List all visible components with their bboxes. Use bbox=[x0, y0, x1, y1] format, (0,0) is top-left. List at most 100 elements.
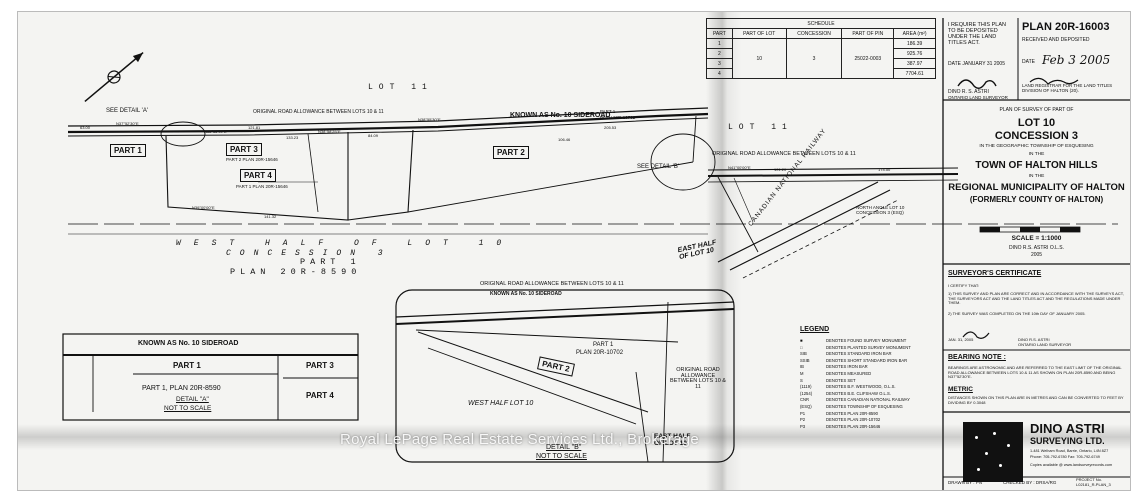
certificate-name: DINO R.S. ASTRI bbox=[1018, 337, 1050, 342]
detail-a-title: DETAIL "A" bbox=[176, 396, 209, 403]
received-date: Feb 3 2005 bbox=[1042, 53, 1111, 67]
legend-symbol: P2 bbox=[800, 417, 806, 423]
project-label: PROJECT No. bbox=[1076, 477, 1102, 482]
distance-label: 63.00 bbox=[80, 125, 91, 130]
bearing-label: N41°00'00"E bbox=[728, 165, 751, 170]
legend-item: (ESQ) DENOTES TOWNSHIP OF ESQUESING bbox=[800, 404, 940, 411]
detail-a-part-3: PART 3 bbox=[306, 361, 334, 370]
plan-title-in-the-2: IN THE bbox=[1028, 174, 1045, 179]
part-4-label: PART 4 bbox=[240, 169, 276, 182]
legend-item: (1254)DENOTES B.E. CLIFSHAW O.L.S. bbox=[800, 391, 940, 398]
legend-symbol: P3 bbox=[800, 423, 806, 429]
bearing-note-title: BEARING NOTE : bbox=[948, 354, 1006, 361]
see-detail-b: SEE DETAIL 'B' bbox=[637, 164, 679, 170]
part-3-sub: PART 2 PLAN 20R-15646 bbox=[226, 157, 278, 162]
schedule-pin: 25022-0003 bbox=[841, 38, 895, 79]
plan-20r-8590-label: PLAN 20R-8590 bbox=[230, 267, 362, 277]
company-name: DINO ASTRI bbox=[1030, 421, 1105, 436]
legend-symbol: (1119) bbox=[800, 384, 812, 390]
legend-text: DENOTES STANDARD IRON BAR bbox=[826, 351, 892, 357]
surveyor-role: ONTARIO LAND SURVEYOR bbox=[948, 95, 1008, 100]
schedule-header-concession: CONCESSION bbox=[785, 28, 843, 39]
legend-item: (1119) DENOTES B.F. WESTWOOD, O.L.S. bbox=[800, 384, 940, 391]
detail-b-east-half: EAST HALF OF LOT 10 bbox=[654, 433, 691, 447]
paper-fold-horizontal bbox=[18, 424, 1130, 450]
legend-symbol: ■ bbox=[800, 338, 803, 343]
schedule-header-part: PART bbox=[706, 28, 733, 39]
logo-star bbox=[1007, 444, 1010, 447]
schedule-lot: 10 bbox=[731, 38, 787, 79]
part-1-big-label: PART 1 bbox=[300, 257, 361, 267]
bearing-label: N39°00'00"E bbox=[192, 205, 215, 210]
legend-item: SIB DENOTES STANDARD IRON BAR bbox=[800, 351, 940, 358]
certificate-role: ONTARIO LAND SURVEYOR bbox=[1018, 342, 1072, 347]
require-deposit-text: I REQUIRE THIS PLAN TO BE DEPOSITED UNDE… bbox=[948, 22, 1006, 47]
plan-by: DINO R.S. ASTRI O.L.S. bbox=[1008, 245, 1064, 251]
detail-a-nts: NOT TO SCALE bbox=[164, 405, 212, 412]
plan-number: PLAN 20R-16003 bbox=[1022, 21, 1110, 33]
schedule-header-lot: PART OF LOT bbox=[731, 28, 787, 39]
plan-year: 2005 bbox=[1030, 252, 1043, 258]
schedule-part: 4 bbox=[706, 68, 733, 79]
legend-text: DENOTES TOWNSHIP OF ESQUESING bbox=[826, 403, 903, 409]
detail-a-plan: PART 1, PLAN 20R-8590 bbox=[142, 385, 221, 392]
surveyor-name: DINO R. S. ASTRI bbox=[948, 89, 989, 95]
legend-item: IB DENOTES IRON BAR bbox=[800, 364, 940, 371]
metric-text: DISTANCES SHOWN ON THIS PLAN ARE IN METR… bbox=[948, 395, 1124, 405]
legend-text: DENOTES B.F. WESTWOOD, O.L.S. bbox=[826, 384, 896, 390]
schedule-area: 925.76 bbox=[893, 48, 936, 59]
sideroad-label: KNOWN AS No. 10 SIDEROAD bbox=[510, 112, 611, 119]
bearing-note-text: BEARINGS ARE ASTRONOMIC AND ARE REFERRED… bbox=[948, 365, 1122, 380]
logo-star bbox=[985, 452, 988, 455]
certificate-line3: 2) THE SURVEY WAS COMPLETED ON THE 10th … bbox=[948, 311, 1086, 316]
certificate-date: JAN. 31, 2005 bbox=[948, 337, 974, 342]
logo-star bbox=[993, 432, 996, 435]
legend-text: DENOTES PLAN 20R-8590 bbox=[826, 410, 878, 416]
plan-title-township: IN THE GEOGRAPHIC TOWNSHIP OF ESQUESING bbox=[979, 144, 1094, 149]
legend-title: LEGEND bbox=[800, 326, 830, 333]
bearing-label: N37°52'30"E bbox=[116, 121, 139, 126]
legend-symbol: IB bbox=[800, 364, 804, 370]
logo-star bbox=[999, 464, 1002, 467]
legend-text: DENOTES SET bbox=[826, 377, 856, 383]
schedule-part: 1 bbox=[706, 38, 733, 49]
plan-title-line1: PLAN OF SURVEY OF PART OF bbox=[999, 107, 1074, 113]
distance-label: 84.09 bbox=[368, 133, 379, 138]
distance-label: 101.20 bbox=[774, 167, 787, 172]
schedule-part: 3 bbox=[706, 58, 733, 69]
north-angle-label: NORTH ANGLE LOT 10 CONCESSION 3 (ESQ) bbox=[856, 205, 905, 215]
legend-symbol: S bbox=[800, 377, 803, 383]
legend-list: ■DENOTES FOUND SURVEY MONUMENT□DENOTES P… bbox=[800, 338, 940, 430]
legend-text: DENOTES IRON BAR bbox=[826, 364, 868, 370]
legend-symbol: SIB bbox=[800, 351, 807, 357]
certificate-line1: I CERTIFY THAT: bbox=[948, 283, 980, 288]
lot-11-label-right: LOT 11 bbox=[728, 123, 793, 132]
schedule-area: 7704.61 bbox=[893, 68, 936, 79]
part-3-label: PART 3 bbox=[226, 143, 262, 156]
legend-text: DENOTES MEASURED bbox=[826, 370, 872, 376]
legend-symbol: P1 bbox=[800, 410, 806, 416]
part-1-label: PART 1 bbox=[110, 144, 146, 157]
logo-star bbox=[977, 468, 980, 471]
certificate-title: SURVEYOR'S CERTIFICATE bbox=[948, 270, 1042, 277]
bearing-label: N38°55'30"E bbox=[418, 117, 441, 122]
drawn-by: DRAWN BY : PN bbox=[948, 480, 983, 485]
see-detail-a: SEE DETAIL 'A' bbox=[106, 108, 148, 114]
west-half-label: WEST HALF OF LOT 10 bbox=[176, 239, 515, 248]
detail-b-title: DETAIL "B" bbox=[546, 444, 582, 451]
detail-a-sideroad: KNOWN AS No. 10 SIDEROAD bbox=[138, 340, 239, 347]
paper-fold-vertical bbox=[706, 12, 742, 490]
detail-b-plan: PLAN 20R-10702 bbox=[576, 350, 624, 356]
certificate-line2: 1) THIS SURVEY AND PLAN ARE CORRECT AND … bbox=[948, 291, 1124, 306]
part-4-sub: PART 1 PLAN 20R-15646 bbox=[236, 184, 288, 189]
detail-b-sideroad: KNOWN AS No. 10 SIDEROAD bbox=[490, 291, 562, 297]
legend-text: DENOTES PLAN 20R-15646 bbox=[826, 423, 881, 429]
schedule-concession: 3 bbox=[785, 38, 843, 79]
road-allowance-label-right: ORIGINAL ROAD ALLOWANCE BETWEEN LOTS 10 … bbox=[712, 151, 856, 157]
part-2-label: PART 2 bbox=[493, 146, 529, 159]
legend-symbol: (1254) bbox=[800, 390, 813, 396]
company-address: 1-481 Welham Road, Barrie, Ontario, L4N … bbox=[1030, 449, 1109, 453]
legend-symbol: (ESQ) bbox=[800, 403, 812, 409]
